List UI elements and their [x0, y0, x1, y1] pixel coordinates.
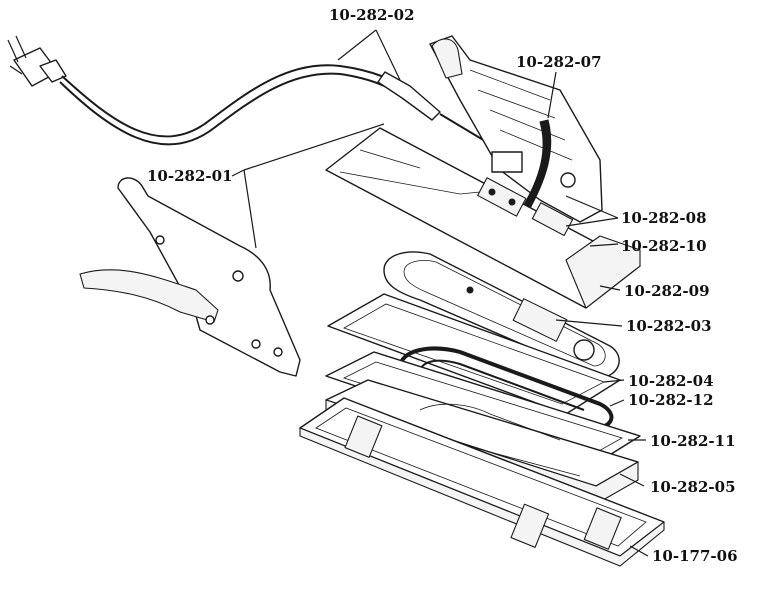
base-tray-tab-mid — [510, 503, 550, 548]
thermostat-plate — [383, 251, 620, 379]
thermostat-screw — [466, 286, 474, 294]
label-switch-bracket: 10-282-07 — [516, 53, 602, 71]
leader-cover — [599, 285, 621, 291]
bracket-detail — [469, 69, 573, 161]
bracket-plate — [429, 35, 603, 223]
plug-prong-1 — [7, 39, 19, 63]
cover — [565, 235, 641, 309]
leader-handle-1 — [231, 169, 245, 177]
handle-body — [117, 177, 301, 377]
handle-hole-4 — [251, 339, 261, 349]
cover-side — [565, 235, 641, 309]
label-gasket-bottom: 10-282-11 — [650, 432, 736, 450]
thermostat-base — [383, 251, 620, 379]
handle-hole-5 — [273, 347, 283, 357]
base-tray-rim — [299, 427, 665, 567]
leader-lines — [231, 29, 649, 557]
thermostat-control — [512, 298, 568, 342]
label-element: 10-282-12 — [628, 391, 714, 409]
leader-element — [609, 399, 625, 407]
base-tray-tab-left — [344, 415, 383, 458]
handle-hole-2 — [232, 270, 244, 282]
bracket-rear-hook — [431, 38, 463, 79]
terminal-block-left — [477, 177, 527, 217]
handle-lever — [79, 269, 219, 323]
thermostat-dial — [573, 339, 595, 361]
leader-base-tray — [629, 545, 649, 557]
leader-sole-plate — [619, 473, 645, 487]
plug-prong-2 — [15, 35, 27, 59]
label-insulator: 10-282-10 — [621, 237, 707, 255]
terminal-screw-2 — [508, 198, 516, 206]
leader-handle-3 — [243, 123, 385, 171]
label-cover: 10-282-09 — [624, 282, 710, 300]
terminal-screw-1 — [488, 188, 496, 196]
cord-strain-relief — [377, 71, 441, 121]
plug-ground-pin — [9, 65, 23, 75]
thermostat-inner — [403, 260, 606, 367]
terminal-block-right — [531, 202, 574, 237]
leader-switch-bracket — [547, 71, 557, 119]
leader-insulator — [589, 243, 619, 247]
leader-cord-2 — [375, 29, 401, 81]
bracket-knob — [560, 172, 576, 188]
cord-line-outer — [61, 64, 406, 138]
label-sole-plate: 10-282-05 — [650, 478, 736, 496]
plug-neck — [39, 59, 67, 83]
leader-thermostat — [555, 319, 623, 327]
handle-hole-3 — [205, 315, 215, 325]
leader-gasket-top — [603, 379, 625, 383]
bracket-switch-block — [491, 151, 523, 173]
label-handle: 10-282-01 — [147, 167, 233, 185]
leader-terminals-2 — [565, 217, 619, 227]
base-tray-tab-right — [583, 507, 622, 550]
cord-line-inner — [59, 72, 403, 146]
leader-handle-2 — [243, 169, 257, 249]
label-terminals: 10-282-08 — [621, 209, 707, 227]
power-cord — [7, 35, 501, 151]
label-gasket-top: 10-282-04 — [628, 372, 714, 390]
leader-cord-1 — [337, 29, 377, 61]
base-tray-inner — [315, 407, 647, 547]
part-labels: 10-282-02 10-282-07 10-282-01 10-282-08 … — [147, 6, 738, 565]
handle-hole-1 — [155, 235, 165, 245]
leader-terminals-1 — [565, 195, 619, 219]
label-thermostat: 10-282-03 — [626, 317, 712, 335]
handle — [79, 177, 301, 377]
base-tray — [299, 397, 665, 567]
label-cord: 10-282-02 — [329, 6, 415, 24]
label-base-tray: 10-177-06 — [652, 547, 738, 565]
